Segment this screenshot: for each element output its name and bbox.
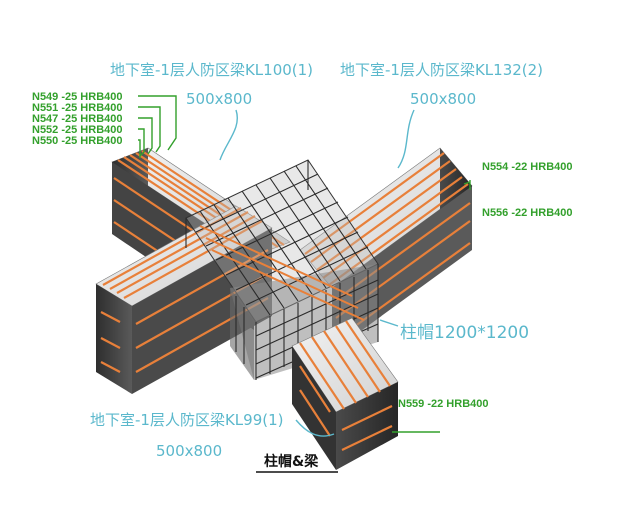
beam-kl100-name: 地下室-1层人防区梁KL100(1) — [110, 61, 313, 79]
beam-kl99-name: 地下室-1层人防区梁KL99(1) — [90, 411, 284, 429]
rebar-label-n552: N552 -25 HRB400 — [32, 124, 123, 136]
beam-kl100-size: 500x800 — [186, 90, 252, 108]
beam-kl132-name: 地下室-1层人防区梁KL132(2) — [340, 61, 543, 79]
rebar-label-n550: N550 -25 HRB400 — [32, 135, 123, 147]
rebar-label-n549: N549 -25 HRB400 — [32, 91, 123, 103]
beam-kl99 — [291, 317, 399, 470]
annotation-labels: 地下室-1层人防区梁KL100(1) 500x800 地下室-1层人防区梁KL1… — [32, 61, 573, 473]
beam-kl99-size: 500x800 — [156, 442, 222, 460]
rebar-label-n551: N551 -25 HRB400 — [32, 102, 123, 114]
diagram-caption: 柱帽&梁 — [264, 453, 319, 470]
column-cap-label: 柱帽1200*1200 — [400, 323, 529, 343]
rebar-label-n554: N554 -22 HRB400 — [482, 161, 573, 173]
rebar-label-n547: N547 -25 HRB400 — [32, 113, 123, 125]
rebar-label-n559: N559 -22 HRB400 — [398, 398, 489, 410]
beam-kl132-size: 500x800 — [410, 90, 476, 108]
leader-lines — [138, 95, 471, 437]
rebar-label-n556: N556 -22 HRB400 — [482, 207, 573, 219]
